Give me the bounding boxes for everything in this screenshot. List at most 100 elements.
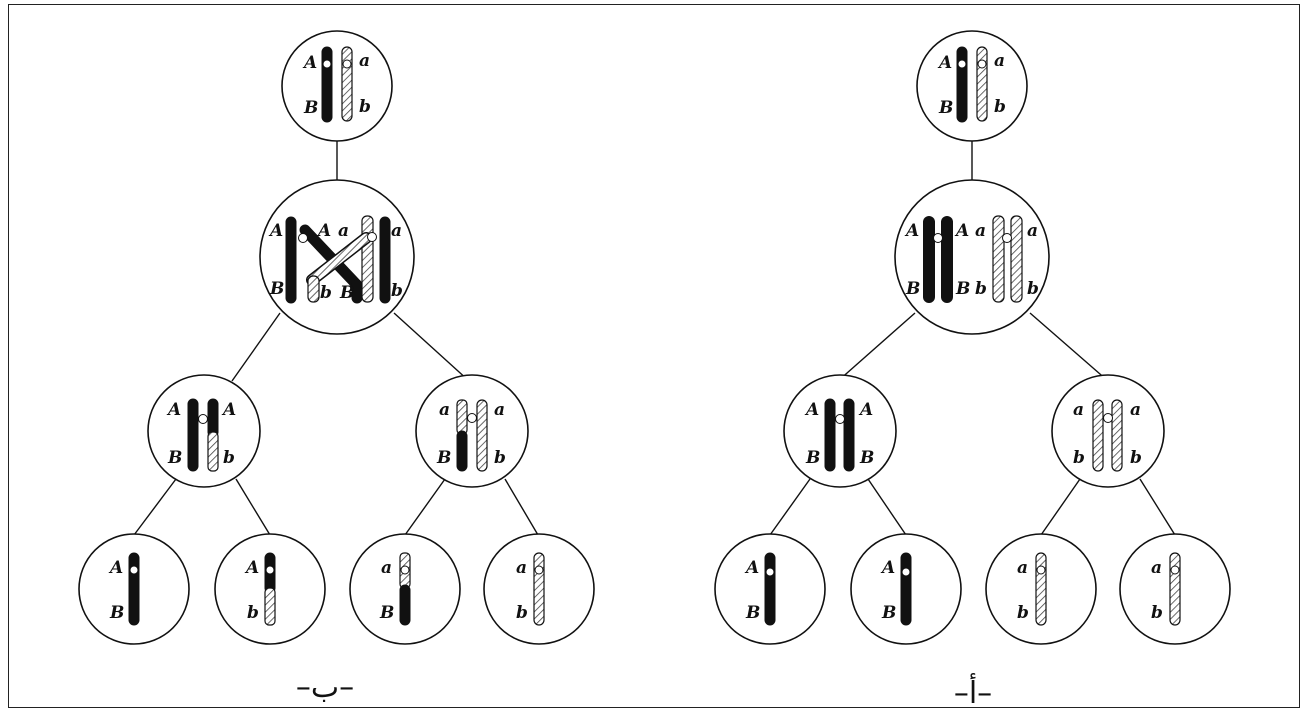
recessive-segment [264,587,276,626]
allele-label: A [268,221,283,241]
allele-label: A [904,221,919,241]
allele-label: A [108,558,123,578]
panel-a: A B a b A B A B a b a b [714,30,1231,711]
allele-label: B [881,603,896,623]
allele-label: b [247,603,259,623]
gamete-cell: A B [714,533,826,645]
daughter-cell: a b a b [1051,374,1165,488]
allele-label: B [303,98,318,118]
link-line [867,478,907,536]
allele-label: A [744,558,759,578]
link-line [404,478,446,536]
allele-label: b [1130,448,1142,468]
gamete-cell: a b [483,533,595,645]
link-line [231,312,281,382]
centromere [467,413,477,423]
allele-label: A [937,53,952,73]
centromere [534,565,544,575]
recessive-chromatid [361,215,374,303]
allele-label: A [166,400,181,420]
allele-label: a [439,400,450,420]
recessive-chromosome [341,46,353,122]
gamete-cell: a B [349,533,461,645]
allele-label: b [1017,603,1029,623]
link-line [393,312,470,382]
allele-label: B [109,603,124,623]
recessive-chromatid [992,215,1005,303]
dominant-crossover-segment [299,224,363,291]
allele-label: b [320,283,332,303]
centromere [835,414,845,424]
allele-label: a [1130,400,1141,420]
allele-label: b [516,603,528,623]
centromere [265,565,275,575]
centromere [957,59,967,69]
centromere [933,233,943,243]
allele-label: B [167,448,182,468]
centromere [1103,413,1113,423]
allele-label: b [391,281,403,301]
centromere [977,59,987,69]
allele-label: a [516,558,527,578]
recessive-chromosome [533,552,545,626]
allele-label: A [804,400,819,420]
allele-label: a [494,400,505,420]
allele-label: b [1073,448,1085,468]
allele-label: b [975,279,987,299]
parent-cell: A B a b [916,30,1028,142]
panel-caption: –أ– [954,672,992,711]
daughter-cell: a B a b [415,374,529,488]
allele-label: b [494,448,506,468]
centromere [765,567,775,577]
centromere [367,232,377,242]
link-line [1040,478,1081,536]
allele-label: B [805,448,820,468]
recessive-chromosome [976,46,988,122]
allele-label: B [269,279,284,299]
allele-label: b [1151,603,1163,623]
centromere [298,233,308,243]
gamete-cell: A B [78,533,190,645]
link-line [837,312,916,382]
allele-label: a [1027,221,1038,241]
centromere [901,567,911,577]
allele-label: a [1073,400,1084,420]
recessive-chromatid [1010,215,1023,303]
allele-label: B [436,448,451,468]
allele-label: B [859,448,874,468]
recessive-segment [207,431,219,472]
allele-label: a [1151,558,1162,578]
recessive-chromosome [476,399,488,472]
allele-label: A [954,221,969,241]
allele-label: B [905,279,920,299]
gamete-cell: a b [1119,533,1231,645]
recessive-crossover-segment [307,233,371,285]
link-line [1139,478,1176,536]
daughter-cell: A B A b [147,374,261,488]
panel-caption: –ب– [296,670,354,705]
tetrad-cell: A B A B a b a b [894,179,1050,335]
centromere [1170,565,1180,575]
allele-label: A [221,400,236,420]
allele-label: A [858,400,873,420]
recessive-chromosome [1035,552,1047,626]
recessive-chromosome [1169,552,1181,626]
parent-cell: A B a b [281,30,393,142]
centromere [322,59,332,69]
link-line [1029,312,1109,382]
allele-label: B [339,283,354,303]
allele-label: b [223,448,235,468]
recessive-crossover-tail [307,275,320,303]
allele-label: A [302,53,317,73]
panel-b: A B a b A B A B a b a b [78,30,595,705]
allele-label: B [745,603,760,623]
allele-label: a [975,221,986,241]
gamete-cell: A B [850,533,962,645]
allele-label: a [994,51,1005,71]
gamete-cell: a b [985,533,1097,645]
allele-label: B [938,98,953,118]
centromere [1002,233,1012,243]
allele-label: A [244,558,259,578]
allele-label: B [379,603,394,623]
